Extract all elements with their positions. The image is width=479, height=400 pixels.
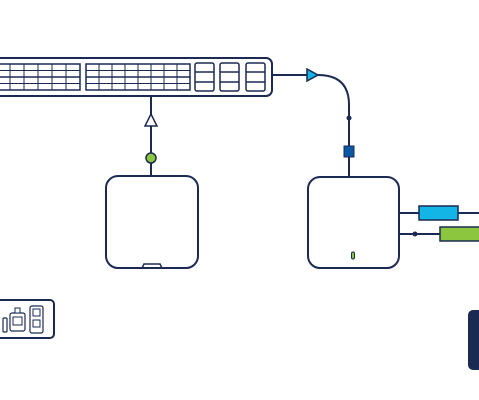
cable-green-icon <box>399 226 479 242</box>
cable-cyan-icon <box>399 205 479 221</box>
access-point-port <box>141 263 163 269</box>
status-led-icon <box>351 251 355 260</box>
link-arrow-icon <box>306 67 320 83</box>
link-switch-to-left-ap <box>143 96 159 176</box>
switch-port-block-middle <box>85 63 191 91</box>
link-junction-dot <box>346 115 352 121</box>
link-endpoint-icon <box>343 145 355 158</box>
switch-uplink-modules <box>194 62 266 92</box>
access-point-left <box>105 175 199 269</box>
switch-port-block-left <box>0 63 81 91</box>
link-switch-to-right-ap <box>272 67 355 178</box>
uplink-arrow-icon <box>143 112 159 127</box>
access-point-right <box>307 176 400 269</box>
hardware-module-icon <box>0 299 55 339</box>
network-switch-icon <box>0 57 273 97</box>
link-node-icon <box>145 152 157 164</box>
edge-device-icon <box>468 310 479 370</box>
